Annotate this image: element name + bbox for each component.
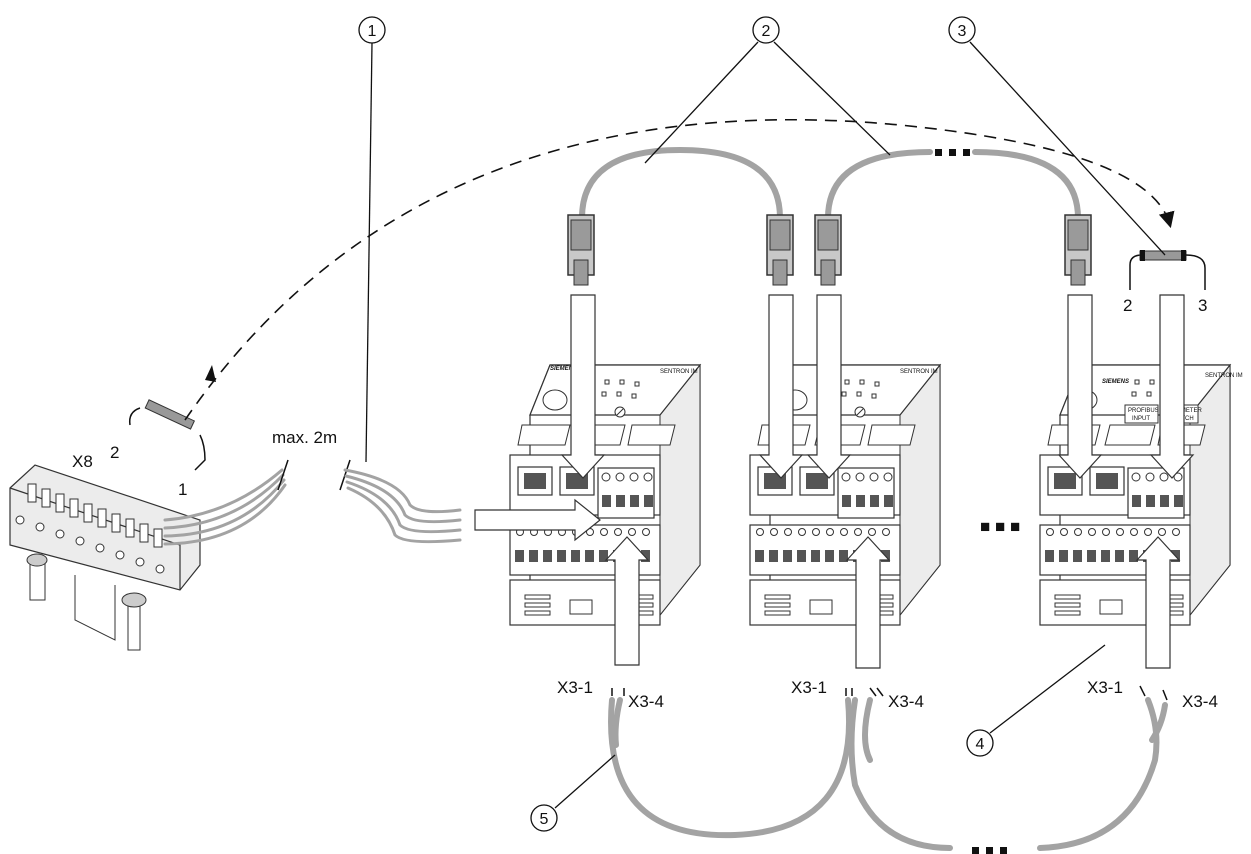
bottom-loop-wires bbox=[608, 685, 1168, 854]
callout-4: 4 bbox=[966, 644, 1106, 757]
svg-text:INPUT: INPUT bbox=[1132, 416, 1150, 422]
label-left-pin-2: 2 bbox=[110, 443, 119, 462]
dashed-return-arrow bbox=[184, 119, 1175, 421]
wire-bundle bbox=[163, 459, 462, 546]
svg-text:SENTRON IM: SENTRON IM bbox=[900, 369, 938, 375]
plug-1 bbox=[567, 214, 595, 286]
bus-cable-2 bbox=[825, 149, 1081, 221]
svg-text:PROFIBUS: PROFIBUS bbox=[1128, 408, 1159, 414]
svg-text:4: 4 bbox=[976, 736, 985, 753]
label-left-pin-1: 1 bbox=[178, 480, 187, 499]
svg-text:5: 5 bbox=[540, 811, 549, 828]
label-terminal-1b: X3-4 bbox=[628, 692, 664, 711]
svg-text:SENTRON IM: SENTRON IM bbox=[1205, 373, 1243, 379]
bridge-right bbox=[1129, 250, 1206, 290]
insert-arrow-right bbox=[474, 498, 601, 542]
bridge-left bbox=[128, 399, 206, 471]
svg-text:SIEMENS: SIEMENS bbox=[550, 366, 577, 372]
plug-2 bbox=[766, 214, 794, 286]
svg-text:SENTRON IM: SENTRON IM bbox=[660, 369, 698, 375]
callout-1: 1 bbox=[358, 16, 386, 463]
device-2: SENTRON IM bbox=[749, 364, 941, 626]
label-right-pin-3: 3 bbox=[1198, 296, 1207, 315]
svg-text:1: 1 bbox=[368, 23, 377, 40]
device-1: SIEMENS SENTRON IM bbox=[509, 364, 701, 626]
insert-arrows-up bbox=[604, 536, 1181, 669]
label-terminal-3b: X3-4 bbox=[1182, 692, 1218, 711]
label-x8: X8 bbox=[72, 452, 93, 471]
svg-text:3: 3 bbox=[958, 23, 967, 40]
bus-cable-1 bbox=[579, 146, 783, 221]
insert-arrows-down bbox=[560, 294, 1195, 479]
x8-connector bbox=[9, 464, 201, 651]
label-terminal-2b: X3-4 bbox=[888, 692, 924, 711]
label-max-length: max. 2m bbox=[272, 428, 337, 447]
ellipsis-middle: ■ ■ ■ bbox=[980, 517, 1020, 536]
label-right-pin-2: 2 bbox=[1123, 296, 1132, 315]
plug-3 bbox=[814, 214, 842, 286]
svg-text:SIEMENS: SIEMENS bbox=[1102, 379, 1129, 385]
label-terminal-2a: X3-1 bbox=[791, 678, 827, 697]
svg-text:2: 2 bbox=[762, 23, 771, 40]
callout-3: 3 bbox=[948, 16, 1166, 256]
callout-5: 5 bbox=[530, 754, 616, 832]
label-terminal-3a: X3-1 bbox=[1087, 678, 1123, 697]
label-terminal-1a: X3-1 bbox=[557, 678, 593, 697]
callout-2: 2 bbox=[644, 16, 891, 164]
plug-4 bbox=[1064, 214, 1092, 286]
